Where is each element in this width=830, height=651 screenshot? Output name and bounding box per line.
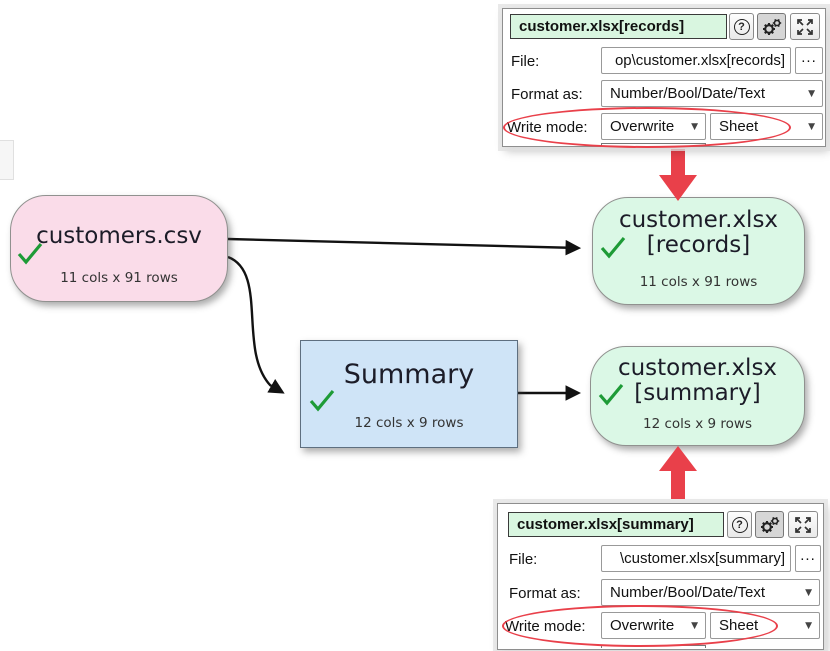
node-title: customer.xlsx [617,355,778,381]
connector-source-to-transform [227,255,285,394]
help-icon: ? [733,18,750,35]
callout-arrow-down-icon [659,149,697,201]
write-mode-label: Write mode: [507,119,588,136]
help-button[interactable]: ? [727,511,752,538]
success-check-icon [600,236,626,259]
connector-source-to-records [227,237,582,256]
node-stats: 12 cols x 9 rows [643,416,752,432]
clipped-next-row [601,645,706,648]
clipped-next-row [601,143,706,146]
panel-title: customer.xlsx[records] [510,14,727,39]
expand-arrows-icon [797,18,813,35]
node-subtitle: [records] [646,232,751,258]
panel-title: customer.xlsx[summary] [508,512,724,537]
node-customers-csv[interactable]: customers.csv 11 cols x 91 rows [10,195,228,302]
format-as-select[interactable]: Number/Bool/Date/Text ▼ [601,579,820,606]
sheet-mode-value: Sheet [719,617,759,634]
node-title: customers.csv [36,223,202,249]
write-mode-select[interactable]: Overwrite ▼ [601,113,706,140]
chevron-down-icon: ▼ [691,621,698,631]
help-icon: ? [731,516,748,533]
format-as-value: Number/Bool/Date/Text [610,584,766,601]
browse-button[interactable]: ... [795,47,823,74]
settings-panel-summary: customer.xlsx[summary] ? File: \custom [497,503,824,650]
file-input[interactable]: \customer.xlsx[summary] [601,545,791,572]
options-gear-button[interactable] [757,13,786,40]
node-subtitle: [summary] [634,380,761,406]
sheet-mode-value: Sheet [719,118,759,135]
success-check-icon [17,242,43,265]
sheet-mode-select[interactable]: Sheet ▼ [710,612,820,639]
options-gear-button[interactable] [755,511,784,538]
format-as-select[interactable]: Number/Bool/Date/Text ▼ [601,80,823,107]
format-as-label: Format as: [511,86,583,103]
gears-icon [762,18,781,35]
file-input[interactable]: op\customer.xlsx[records] [601,47,791,74]
clipped-edge-fragment [0,140,14,180]
callout-arrow-up-icon [659,446,697,499]
settings-panel-records: customer.xlsx[records] ? File: op\cust [502,8,826,148]
write-mode-label: Write mode: [505,618,586,635]
node-customer-xlsx-summary[interactable]: customer.xlsx [summary] 12 cols x 9 rows [590,346,805,446]
node-stats: 12 cols x 9 rows [354,415,464,431]
browse-button[interactable]: ... [795,545,821,572]
expand-button[interactable] [790,13,820,40]
success-check-icon [598,383,624,406]
node-stats: 11 cols x 91 rows [639,274,758,290]
write-mode-value: Overwrite [610,118,675,135]
file-label: File: [509,551,538,568]
node-title: customer.xlsx [618,207,779,233]
write-mode-select[interactable]: Overwrite ▼ [601,612,706,639]
write-mode-value: Overwrite [610,617,675,634]
node-summary-transform[interactable]: Summary 12 cols x 9 rows [300,340,518,448]
file-label: File: [511,53,540,70]
chevron-down-icon: ▼ [691,122,698,132]
format-as-label: Format as: [509,585,581,602]
format-as-value: Number/Bool/Date/Text [610,85,766,102]
node-customer-xlsx-records[interactable]: customer.xlsx [records] 11 cols x 91 row… [592,197,805,305]
expand-button[interactable] [788,511,818,538]
gears-icon [760,516,779,533]
node-stats: 11 cols x 91 rows [60,270,178,286]
expand-arrows-icon [795,516,811,533]
chevron-down-icon: ▼ [808,89,815,99]
success-check-icon [309,389,335,412]
chevron-down-icon: ▼ [805,621,812,631]
sheet-mode-select[interactable]: Sheet ▼ [710,113,823,140]
chevron-down-icon: ▼ [808,122,815,132]
chevron-down-icon: ▼ [805,588,812,598]
node-title: Summary [343,359,475,390]
help-button[interactable]: ? [729,13,754,40]
